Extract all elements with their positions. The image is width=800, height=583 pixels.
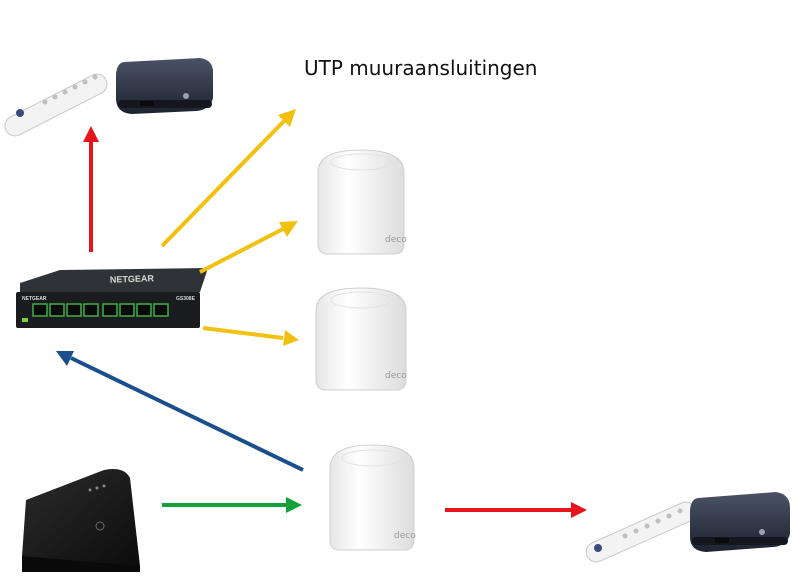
arrow-deco-to-switch	[56, 351, 304, 472]
switch-top-brand: NETGEAR	[110, 273, 155, 285]
deco-logo: deco	[385, 371, 407, 381]
arrow-switch-to-wall-outlet-2	[199, 221, 298, 274]
set-top-box-icon	[690, 492, 790, 552]
switch-ports	[32, 303, 169, 317]
remote-button	[594, 544, 602, 552]
arrow-modem-to-deco	[162, 497, 302, 513]
diagram-title: UTP muuraansluitingen	[304, 56, 538, 80]
arrow-switch-to-wall-outlet-3	[202, 326, 299, 346]
deco-unit-2: deco	[315, 287, 407, 391]
arrow-switch-to-wall-outlet-1	[160, 109, 296, 248]
tv-box-bottom	[585, 492, 790, 563]
netgear-switch: NETGEAR NETGEAR GS308E	[16, 268, 208, 328]
set-top-box-icon	[116, 58, 214, 114]
arrow-deco-to-tv-bottom	[445, 502, 587, 518]
remote-control-icon	[4, 73, 108, 137]
switch-model-label: GS308E	[176, 296, 196, 302]
deco-unit-1: deco	[317, 149, 407, 255]
connection-arrows	[56, 109, 587, 518]
arrow-switch-to-tv-top	[83, 126, 99, 252]
modem	[22, 469, 140, 572]
remote-button	[16, 109, 24, 117]
deco-logo: deco	[394, 531, 416, 541]
modem-logo	[95, 521, 105, 531]
power-led	[22, 318, 28, 322]
deco-unit-3: deco	[329, 444, 416, 551]
tv-box-top	[4, 58, 214, 137]
deco-logo: deco	[385, 235, 407, 245]
switch-front-brand: NETGEAR	[22, 296, 47, 302]
remote-control-icon	[585, 501, 697, 563]
